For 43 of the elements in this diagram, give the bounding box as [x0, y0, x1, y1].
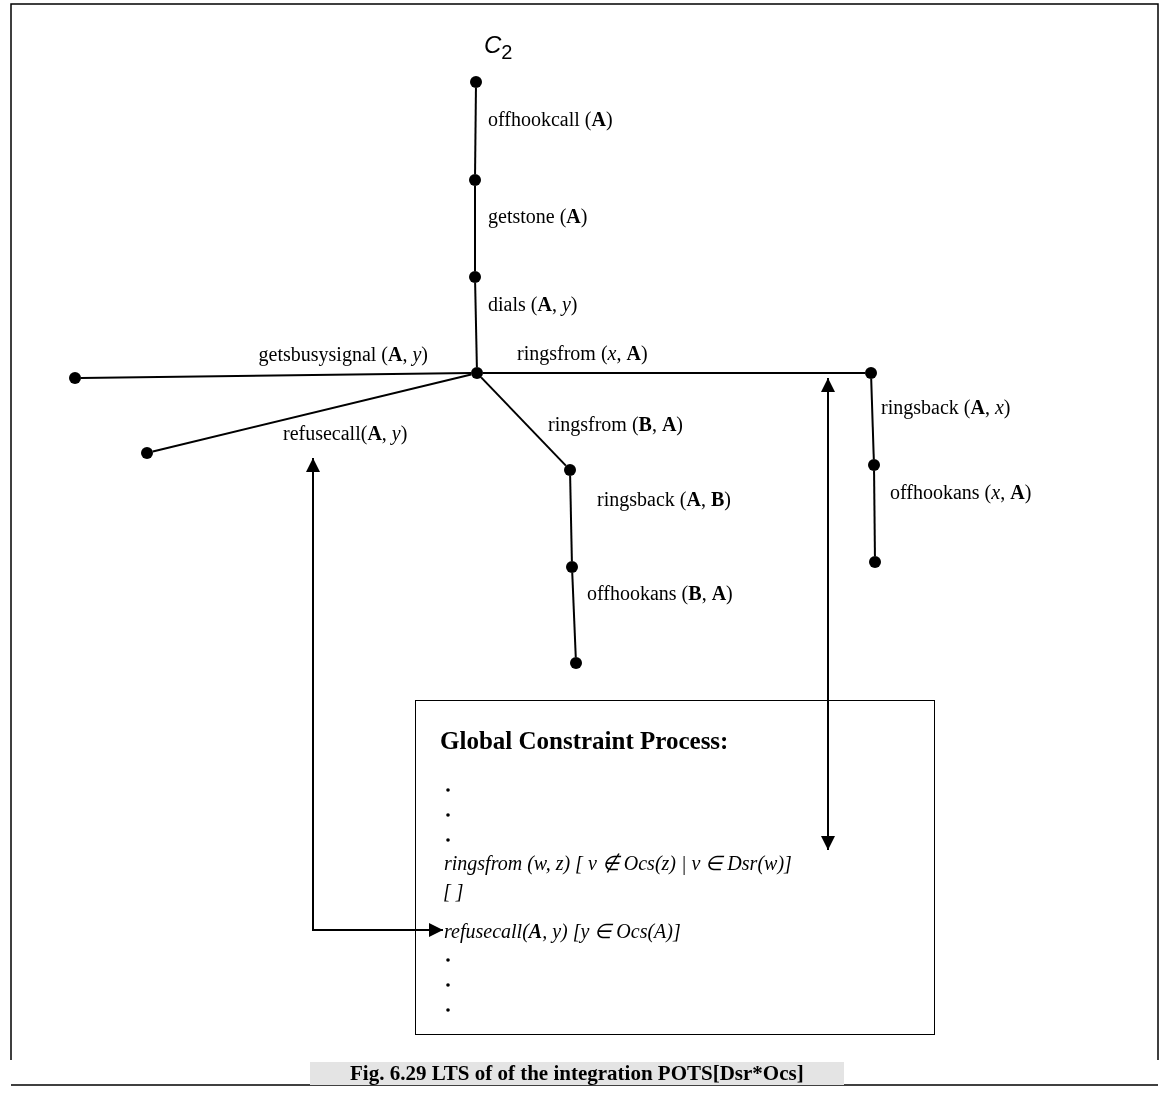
edge-label: ringsback (A, x): [881, 396, 1011, 418]
transition-line: [873, 470, 876, 557]
state-dot: [470, 76, 482, 88]
process-box: [415, 700, 935, 1035]
edge-label: getsbusysignal (A, y): [258, 343, 428, 365]
transition-line: [571, 572, 577, 658]
state-dot: [469, 271, 481, 283]
edge-label: getstone (A): [488, 205, 588, 227]
edge-label: offhookans (x, A): [890, 481, 1032, 503]
transition-line: [482, 372, 866, 374]
edge-label: offhookcall (A): [488, 108, 613, 130]
constraint-line: refusecall(A, y) [y ∈ Ocs(A)]: [444, 919, 764, 943]
transition-line: [151, 373, 473, 453]
state-label: C$_{2}$: [484, 32, 513, 63]
transition-line: [474, 87, 477, 175]
choice-operator: [ ]: [443, 880, 464, 902]
arrow: [821, 377, 835, 851]
state-dot: [469, 174, 481, 186]
state-dot: [564, 464, 576, 476]
arrow: [306, 457, 444, 937]
state-dot: [570, 657, 582, 669]
edge-label: ringsfrom (B, A): [548, 413, 683, 435]
state-dot: [566, 561, 578, 573]
transition-line: [474, 185, 476, 272]
box-heading: Global Constraint Process:: [440, 727, 729, 755]
state-dot: [69, 372, 81, 384]
constraint-line: ringsfrom (w, z) [ v ∉ Ocs(z) | v ∈ Dsr(w)]: [444, 851, 914, 875]
state-dot: [141, 447, 153, 459]
state-dot: [865, 367, 877, 379]
edge-label: ringsfrom (x, A): [517, 342, 648, 364]
transition-line: [870, 378, 875, 460]
transition-line: [474, 282, 478, 368]
transition-line: [80, 372, 472, 379]
edge-label: refusecall(A, y): [283, 422, 408, 444]
state-dot: [869, 556, 881, 568]
edge-label: offhookans (B, A): [587, 582, 733, 604]
transition-line: [569, 475, 573, 562]
state-dot: [868, 459, 880, 471]
transition-line: [480, 376, 567, 467]
state-dot: [471, 367, 483, 379]
figure-caption: Fig. 6.29 LTS of of the integration POTS[Dsr*Ocs]: [310, 1062, 844, 1086]
edge-label: ringsback (A, B): [597, 488, 731, 510]
edge-label: dials (A, y): [488, 293, 578, 315]
